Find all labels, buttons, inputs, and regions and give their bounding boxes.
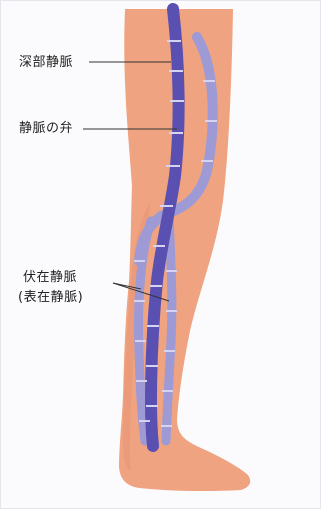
label-superficial-vein-sub: (表在静脈)	[18, 290, 83, 306]
label-superficial-vein: 伏在静脈	[23, 270, 77, 286]
label-vein-valve: 静脈の弁	[19, 121, 73, 137]
label-deep-vein: 深部静脈	[19, 55, 73, 71]
